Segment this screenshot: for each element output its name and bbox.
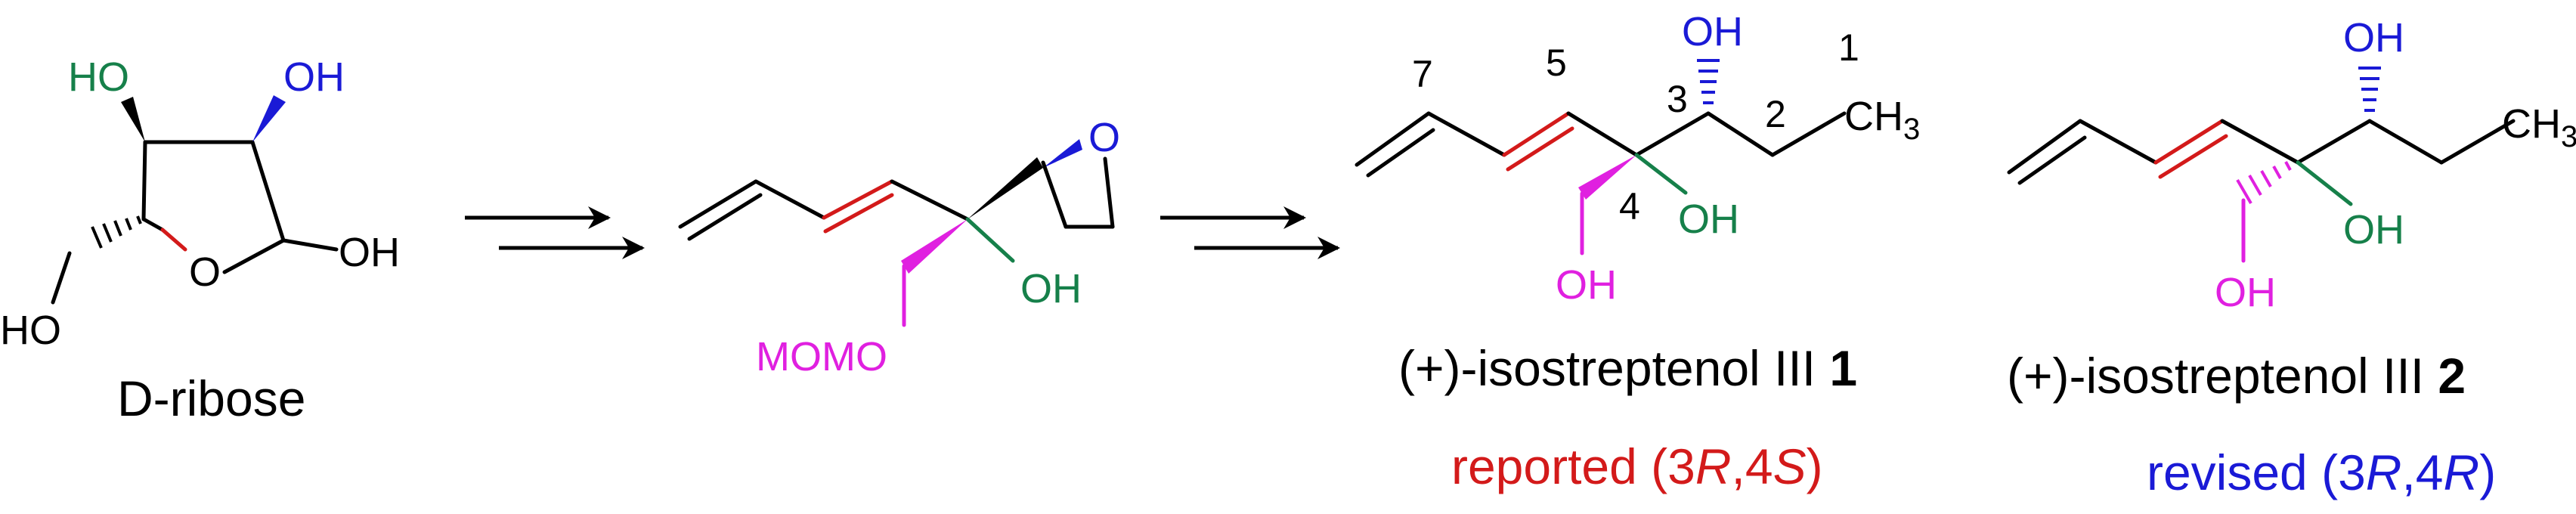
p2-ch3: CH3 — [2502, 101, 2576, 153]
p1-hash-bond — [1697, 59, 1720, 104]
p1-oh-c4: OH — [1678, 197, 1739, 242]
p1-config: reported (3R,4S) — [1451, 438, 1823, 494]
ribose-oh-top-right: OH — [283, 54, 345, 100]
p2-hash-bond — [2358, 67, 2381, 112]
locant-5: 5 — [1546, 42, 1567, 84]
ribose-ch2oh: HO — [0, 308, 61, 353]
isostreptenol-1-structure: OH CH3 OH OH 1 2 3 4 5 7 — [1355, 9, 1920, 308]
p2-oh-ch2: OH — [2215, 270, 2276, 315]
p1-ch2-wedge — [1578, 155, 1636, 200]
epoxide-wedge — [1043, 139, 1082, 168]
ribose-ring-oxygen: O — [189, 249, 221, 295]
epoxide-oxygen: O — [1088, 115, 1120, 160]
epoxide-intermediate: O OH MOMO — [678, 115, 1120, 379]
reaction-arrows-2 — [1160, 206, 1340, 259]
locant-3: 3 — [1667, 78, 1688, 120]
p2-ch2-hash-bond — [2236, 161, 2292, 205]
isostreptenol-2-structure: OH CH3 OH OH — [2007, 15, 2576, 315]
p2-oh-top: OH — [2343, 15, 2404, 60]
ribose-oh-right: OH — [339, 230, 400, 275]
p2-oh-c4: OH — [2343, 207, 2404, 252]
ribose-name: D-ribose — [117, 370, 305, 426]
momo-wedge — [901, 219, 968, 274]
p1-oh-ch2: OH — [1556, 262, 1617, 308]
p1-ch3: CH3 — [1844, 94, 1920, 146]
p2-config: revised (3R,4R) — [2147, 444, 2496, 500]
d-ribose-structure: HO OH OH O HO D-ribose — [0, 54, 400, 426]
p1-name: (+)-isostreptenol III 1 — [1398, 340, 1857, 396]
ribose-wedge-right — [252, 95, 286, 142]
locant-7: 7 — [1412, 53, 1433, 95]
intermediate-momo: MOMO — [756, 334, 887, 379]
locant-2: 2 — [1765, 93, 1786, 135]
reaction-arrows-1 — [465, 206, 645, 259]
p1-oh-top: OH — [1682, 9, 1743, 54]
ribose-hash-bond — [91, 215, 142, 249]
ribose-wedge-left — [121, 97, 145, 142]
p2-name: (+)-isostreptenol III 2 — [2007, 348, 2466, 404]
ribose-oh-top-left: HO — [68, 54, 129, 100]
intermediate-oh: OH — [1020, 266, 1082, 311]
locant-1: 1 — [1838, 26, 1859, 69]
locant-4: 4 — [1619, 185, 1640, 228]
